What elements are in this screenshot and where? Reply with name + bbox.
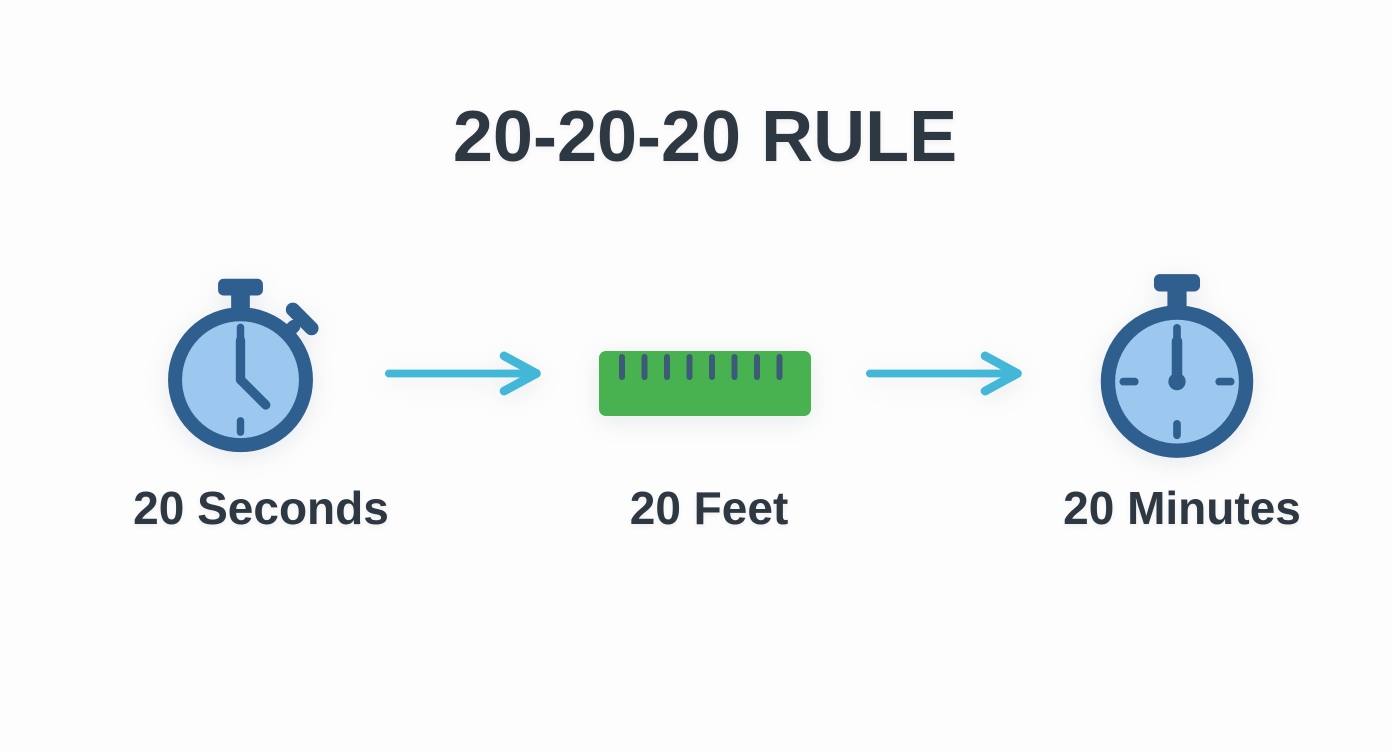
arrow-right-icon [865, 351, 1022, 396]
ruler-icon [599, 351, 811, 416]
stopwatch-top-button-cap [1153, 274, 1201, 292]
arrow-head-lower [499, 369, 541, 396]
arrow-head-upper [499, 351, 541, 378]
stopwatch-seconds-icon [168, 278, 319, 453]
arrow-right-icon [384, 351, 541, 396]
page-title: 20-20-20 RULE [452, 97, 958, 177]
arrow-head-upper [980, 351, 1022, 378]
stopwatch-top-button-cap [218, 278, 263, 296]
step-minutes-label: 20 Minutes [1063, 482, 1301, 534]
hour-hand [235, 375, 271, 410]
arrow-head-lower [980, 369, 1022, 396]
stopwatch-minutes-icon [1100, 274, 1254, 458]
stopwatch-side-button-cap [285, 302, 319, 336]
hand-center-dot [1168, 372, 1186, 391]
step-seconds-label: 20 Seconds [133, 482, 389, 534]
step-feet-label: 20 Feet [629, 482, 789, 534]
